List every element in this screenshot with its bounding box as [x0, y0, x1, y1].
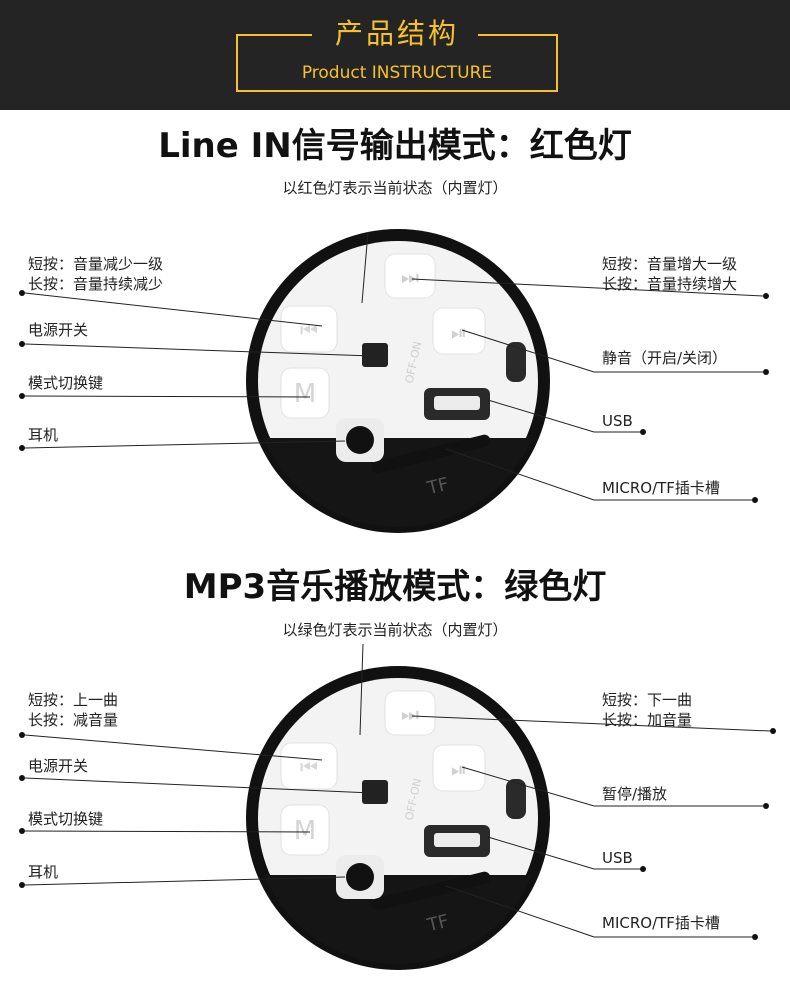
- label-vol-up-long: 长按：音量持续增大: [602, 275, 738, 293]
- leader-prev-2: [24, 734, 323, 761]
- device-1: ⏮ ⏭ ⏯ M OFF-ON TF: [246, 229, 550, 533]
- leader-earphone-1: [24, 440, 346, 449]
- mode-button-2: [280, 804, 330, 856]
- leader-subtitle-2: [359, 643, 364, 736]
- next-button-2: [384, 690, 436, 736]
- label-earphone: 耳机: [28, 426, 59, 444]
- label-vol-down-long: 长按：音量持续减少: [28, 275, 164, 293]
- label-tf-slot: MICRO/TF插卡槽: [602, 479, 720, 497]
- play-pause-icon: ⏯: [451, 757, 467, 781]
- section-2-leader-dots: [19, 728, 776, 940]
- leader-vol-down-1: [24, 292, 323, 327]
- label-vol-down-short: 短按：音量减少一级: [28, 255, 164, 273]
- next-button-1: [384, 253, 436, 299]
- leader-next-2: [411, 715, 771, 732]
- label-mode-key: 模式切换键: [28, 810, 104, 828]
- label-next-long: 长按：加音量: [602, 711, 693, 729]
- leader-subtitle-1: [361, 231, 369, 304]
- leader-mode-2: [24, 830, 311, 833]
- mode-key-letter: M: [294, 816, 316, 846]
- prev-button-2: [280, 742, 338, 790]
- label-usb: USB: [602, 412, 633, 430]
- section-1-leader-dots: [19, 290, 769, 503]
- leader-vol-up-1: [411, 278, 764, 297]
- play-button-2: [432, 744, 486, 792]
- label-mute: 静音（开启/关闭）: [602, 349, 728, 367]
- usb-port-2-inner: [434, 833, 480, 847]
- play-button-1: [432, 307, 486, 355]
- leader-earphone-2: [24, 876, 346, 886]
- header-banner: 产品结构 Product INSTRUCTURE: [0, 0, 790, 110]
- section-2-subtitle: 以绿色灯表示当前状态（内置灯）: [282, 621, 508, 639]
- next-icon: ⏭: [401, 265, 419, 289]
- label-pause-play: 暂停/播放: [602, 785, 668, 803]
- label-tf-slot: MICRO/TF插卡槽: [602, 914, 720, 932]
- header-frame-gap: [312, 30, 478, 40]
- section-1-title: Line IN信号输出模式：红色灯: [158, 126, 632, 166]
- device-2-side-port: [506, 779, 526, 819]
- leader-usb-2a: [487, 836, 595, 870]
- leader-pause-2a: [461, 766, 595, 807]
- tf-slot-1: [371, 434, 491, 474]
- section-1-leaders: [24, 231, 764, 501]
- device-1-side-port: [506, 342, 526, 382]
- leader-power-1: [24, 343, 373, 357]
- header-title-en: Product INSTRUCTURE: [301, 63, 493, 83]
- headphone-hole-2: [346, 863, 374, 891]
- tf-slot-text: TF: [424, 911, 451, 937]
- label-power-switch: 电源开关: [28, 321, 89, 339]
- section-2-leaders: [24, 643, 771, 938]
- mode-key-letter: M: [294, 379, 316, 409]
- play-pause-icon: ⏯: [451, 320, 467, 344]
- device-2: ⏮ ⏭ ⏯ M OFF-ON TF: [246, 666, 550, 970]
- label-power-switch: 电源开关: [28, 757, 89, 775]
- leader-mute-1a: [461, 329, 595, 373]
- tf-slot-text: TF: [424, 474, 451, 500]
- section-2-title: MP3音乐播放模式：绿色灯: [183, 567, 607, 607]
- prev-icon: ⏮: [300, 318, 318, 342]
- label-earphone: 耳机: [28, 863, 59, 881]
- label-mode-key: 模式切换键: [28, 374, 104, 392]
- leader-mode-1: [24, 395, 311, 398]
- next-icon: ⏭: [401, 702, 419, 726]
- prev-icon: ⏮: [300, 755, 318, 779]
- mode-button-1: [280, 367, 330, 419]
- label-usb: USB: [602, 849, 633, 867]
- leader-tf-1a: [445, 448, 595, 501]
- headphone-hole-1: [346, 426, 374, 454]
- section-1-subtitle: 以红色灯表示当前状态（内置灯）: [282, 179, 508, 197]
- leader-usb-1a: [487, 399, 595, 433]
- tf-slot-2: [371, 871, 491, 911]
- label-next-short: 短按：下一曲: [602, 691, 693, 709]
- prev-button-1: [280, 305, 338, 353]
- power-switch-1: [362, 343, 388, 367]
- label-vol-up-short: 短按：音量增大一级: [602, 255, 738, 273]
- power-switch-2: [362, 780, 388, 804]
- usb-port-1-inner: [434, 396, 480, 410]
- leader-power-2: [24, 777, 373, 794]
- leader-tf-2a: [445, 885, 595, 938]
- header-title-cn: 产品结构: [334, 17, 459, 50]
- label-prev-long: 长按：减音量: [28, 711, 119, 729]
- label-prev-short: 短按：上一曲: [28, 691, 119, 709]
